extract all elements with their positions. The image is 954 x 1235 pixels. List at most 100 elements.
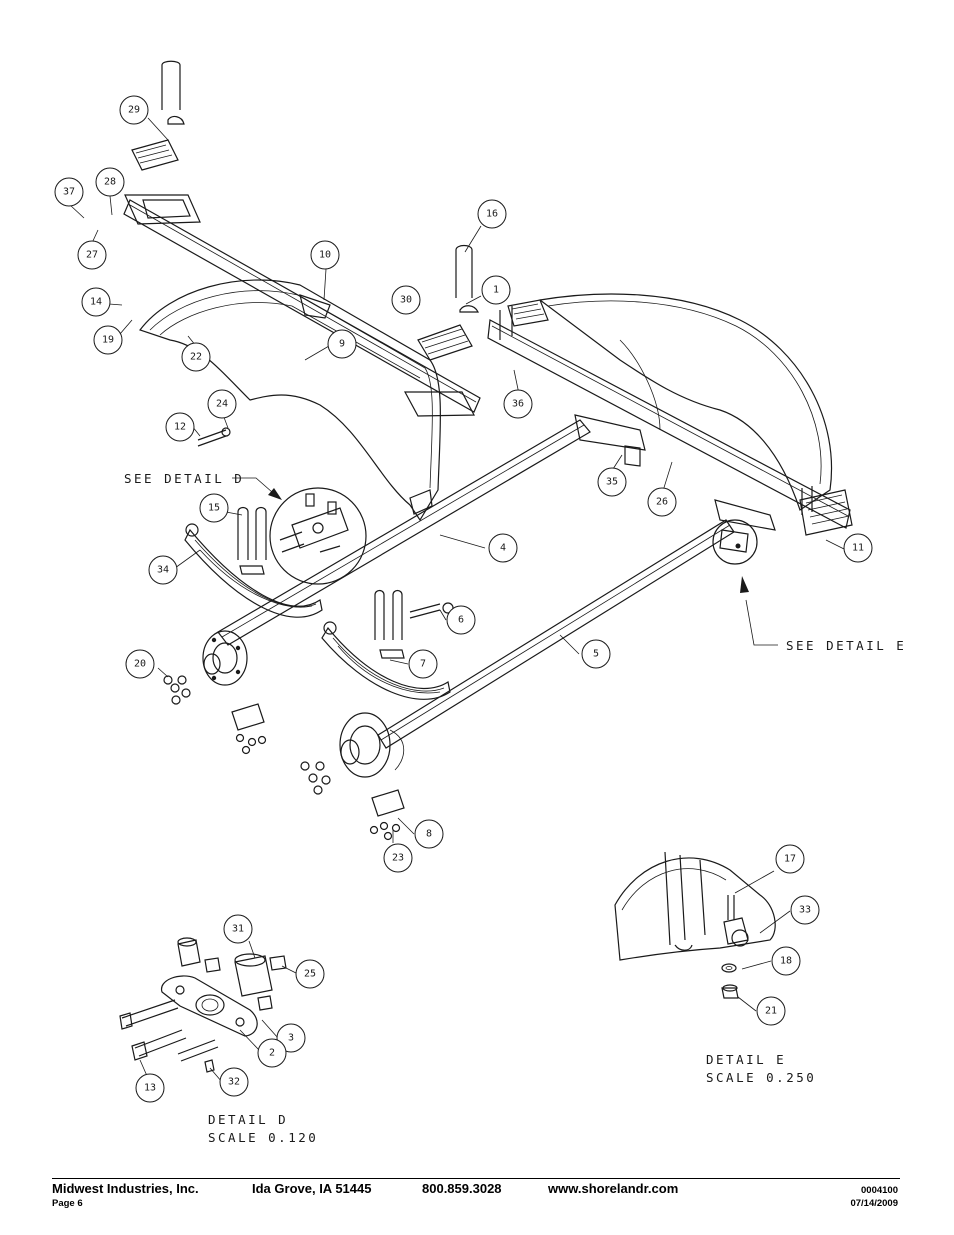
callout-leader-29 <box>147 117 169 141</box>
callout-number-14: 14 <box>90 297 102 308</box>
callout-number-11: 11 <box>852 543 864 554</box>
callout-bubble-6 <box>446 605 476 635</box>
callout-leader-33 <box>759 910 791 934</box>
callout-leader-37 <box>69 204 85 219</box>
footer-phone: 800.859.3028 <box>422 1181 502 1196</box>
callout-bubble-14 <box>81 287 111 317</box>
callout-leader-1 <box>465 295 482 305</box>
callout-leader-6 <box>439 609 447 621</box>
leaf-spring-34 <box>184 506 323 618</box>
callout-bubble-27 <box>77 240 107 270</box>
callout-1: 1 <box>465 275 511 305</box>
callout-bubble-4 <box>488 533 518 563</box>
see-detail-d-note: SEE DETAIL D <box>124 471 244 486</box>
callout-24: 24 <box>207 389 237 429</box>
callout-18: 18 <box>741 946 801 976</box>
step-pad-30 <box>417 244 479 361</box>
callout-bubble-25 <box>295 959 325 989</box>
callout-5: 5 <box>559 634 611 669</box>
callout-23: 23 <box>383 830 413 873</box>
callout-bubble-19 <box>93 325 123 355</box>
callout-bubble-33 <box>790 895 820 925</box>
see-detail-e-note: SEE DETAIL E <box>786 638 906 653</box>
detail-e-view <box>614 851 776 999</box>
hanger-brackets <box>574 414 776 531</box>
callout-27: 27 <box>77 229 107 270</box>
callout-number-31: 31 <box>232 924 244 935</box>
footer-doc-number: 0004100 <box>861 1185 898 1196</box>
callout-bubble-16 <box>477 199 507 229</box>
callout-19: 19 <box>93 319 133 355</box>
callout-bubble-8 <box>414 819 444 849</box>
callout-leader-11 <box>825 539 847 551</box>
see-detail-d-arrow <box>232 477 282 500</box>
callout-10: 10 <box>310 240 340 301</box>
callout-14: 14 <box>81 287 123 317</box>
callout-34: 34 <box>148 549 201 585</box>
callout-leader-25 <box>281 965 299 975</box>
detail-d-inset <box>269 487 367 585</box>
callout-leader-3 <box>261 1019 279 1039</box>
detail-e-scale: SCALE 0.250 <box>706 1070 816 1085</box>
callout-22: 22 <box>181 335 211 372</box>
callout-bubble-13 <box>135 1073 165 1103</box>
callout-number-22: 22 <box>190 352 202 363</box>
callout-number-4: 4 <box>500 543 506 554</box>
footer-page-number: Page 6 <box>52 1198 83 1209</box>
callout-number-1: 1 <box>493 285 499 296</box>
callout-leader-16 <box>464 225 482 253</box>
callout-leader-10 <box>323 268 327 301</box>
callout-number-30: 30 <box>400 295 412 306</box>
callout-leader-20 <box>157 667 169 678</box>
callout-number-19: 19 <box>102 335 114 346</box>
callout-37: 37 <box>54 177 85 219</box>
callout-32: 32 <box>209 1067 249 1097</box>
footer-city: Ida Grove, IA 51445 <box>252 1181 372 1196</box>
callout-36: 36 <box>503 369 533 419</box>
callout-number-2: 2 <box>269 1048 275 1059</box>
callout-bubble-15 <box>199 493 229 523</box>
callout-bubble-23 <box>383 843 413 873</box>
callout-31: 31 <box>223 914 256 959</box>
callout-bubble-34 <box>148 555 178 585</box>
callout-bubble-9 <box>327 329 357 359</box>
callout-leader-19 <box>119 319 133 335</box>
callout-number-6: 6 <box>458 615 464 626</box>
callout-bubble-11 <box>843 533 873 563</box>
footer-divider <box>52 1178 900 1179</box>
callout-leader-14 <box>108 303 123 306</box>
callout-bubble-10 <box>310 240 340 270</box>
callout-26: 26 <box>647 461 677 517</box>
callout-bubble-12 <box>165 412 195 442</box>
callout-21: 21 <box>737 996 786 1026</box>
callout-number-15: 15 <box>208 503 220 514</box>
callout-bubble-24 <box>207 389 237 419</box>
callout-leader-7 <box>389 659 409 665</box>
callout-number-35: 35 <box>606 477 618 488</box>
callout-number-7: 7 <box>420 659 426 670</box>
callout-25: 25 <box>281 959 325 989</box>
axle-5 <box>339 519 735 778</box>
callout-number-21: 21 <box>765 1006 777 1017</box>
axle-4 <box>202 419 591 686</box>
callout-17: 17 <box>734 844 805 894</box>
callout-bubble-7 <box>408 649 438 679</box>
callout-bubble-2 <box>257 1038 287 1068</box>
callout-2: 2 <box>239 1029 287 1068</box>
callout-number-18: 18 <box>780 956 792 967</box>
callout-leader-21 <box>737 996 757 1012</box>
fender-left <box>139 279 441 522</box>
callout-bubble-35 <box>597 467 627 497</box>
callout-number-37: 37 <box>63 187 75 198</box>
callout-20: 20 <box>125 649 169 679</box>
callout-7: 7 <box>389 649 438 679</box>
detail-d-scale: SCALE 0.120 <box>208 1130 318 1145</box>
callout-bubble-29 <box>119 95 149 125</box>
callout-number-29: 29 <box>128 105 140 116</box>
callout-number-26: 26 <box>656 497 668 508</box>
callout-number-8: 8 <box>426 829 432 840</box>
callout-number-9: 9 <box>339 339 345 350</box>
callout-number-27: 27 <box>86 250 98 261</box>
